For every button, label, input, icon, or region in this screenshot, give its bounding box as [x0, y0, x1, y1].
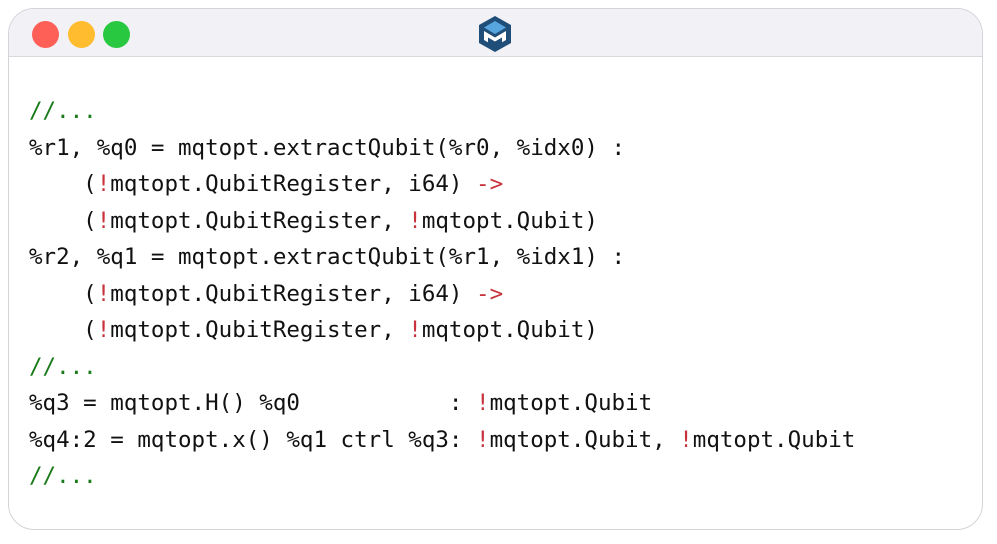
code-line: (!mqtopt.QubitRegister, i64) ->: [29, 166, 855, 203]
code-token: mqtopt.QubitRegister, i64): [110, 280, 477, 307]
code-token-comment: //...: [29, 98, 97, 124]
code-token-bang: !: [408, 317, 422, 343]
code-token-arrow: ->: [476, 280, 504, 307]
code-line: %r2, %q1 = mqtopt.extractQubit(%r1, %idx…: [29, 239, 855, 276]
code-token-comment: //...: [29, 353, 97, 380]
code-line: //...: [29, 458, 855, 495]
code-token: mqtopt.Qubit: [489, 390, 653, 416]
zoom-button[interactable]: [103, 21, 130, 48]
close-button[interactable]: [32, 21, 59, 48]
code-line: (!mqtopt.QubitRegister, i64) ->: [29, 276, 855, 313]
code-token-bang: !: [96, 207, 111, 234]
code-token-bang: !: [96, 317, 111, 343]
code-line: (!mqtopt.QubitRegister, !mqtopt.Qubit): [29, 203, 855, 240]
code-token-bang: !: [476, 426, 490, 453]
code-token-bang: !: [96, 280, 111, 307]
code-token: %q3 = mqtopt.H() %q0 :: [29, 390, 477, 416]
code-token-bang: !: [408, 207, 422, 234]
code-token-comment: //...: [29, 463, 97, 489]
code-token: mqtopt.QubitRegister,: [110, 317, 409, 343]
code-line: %r1, %q0 = mqtopt.extractQubit(%r0, %idx…: [29, 130, 855, 167]
code-token: %q4:2 = mqtopt.x() %q1 ctrl %q3:: [29, 426, 477, 453]
code-token-bang: !: [679, 426, 693, 453]
code-line: //...: [29, 93, 855, 130]
code-token: (: [29, 317, 97, 343]
code-line: (!mqtopt.QubitRegister, !mqtopt.Qubit): [29, 312, 855, 349]
code-token: (: [29, 280, 97, 307]
code-token: mqtopt.Qubit): [421, 317, 598, 343]
code-token: mqtopt.Qubit): [421, 207, 598, 234]
code-token: mqtopt.Qubit,: [489, 426, 680, 453]
code-token: mqtopt.QubitRegister, i64): [110, 171, 477, 197]
code-token: %r2, %q1 = mqtopt.extractQubit(%r1, %idx…: [29, 244, 626, 270]
code-token-bang: !: [96, 171, 111, 197]
code-line: //...: [29, 349, 855, 386]
minimize-button[interactable]: [68, 21, 95, 48]
code-token: %r1, %q0 = mqtopt.extractQubit(%r0, %idx…: [29, 134, 626, 161]
code-token-bang: !: [476, 390, 490, 416]
code-token: mqtopt.Qubit: [692, 426, 856, 453]
code-window: //... %r1, %q0 = mqtopt.extractQubit(%r0,…: [8, 8, 983, 530]
code-line: %q4:2 = mqtopt.x() %q1 ctrl %q3: !mqtopt…: [29, 422, 855, 459]
code-block: //... %r1, %q0 = mqtopt.extractQubit(%r0,…: [29, 93, 855, 495]
code-token: mqtopt.QubitRegister,: [110, 207, 409, 234]
code-token: (: [29, 171, 97, 197]
code-token-arrow: ->: [476, 171, 504, 197]
mqt-logo-icon: [475, 14, 515, 54]
title-bar: [9, 9, 982, 57]
code-token: (: [29, 207, 97, 234]
code-line: %q3 = mqtopt.H() %q0 : !mqtopt.Qubit: [29, 385, 855, 422]
